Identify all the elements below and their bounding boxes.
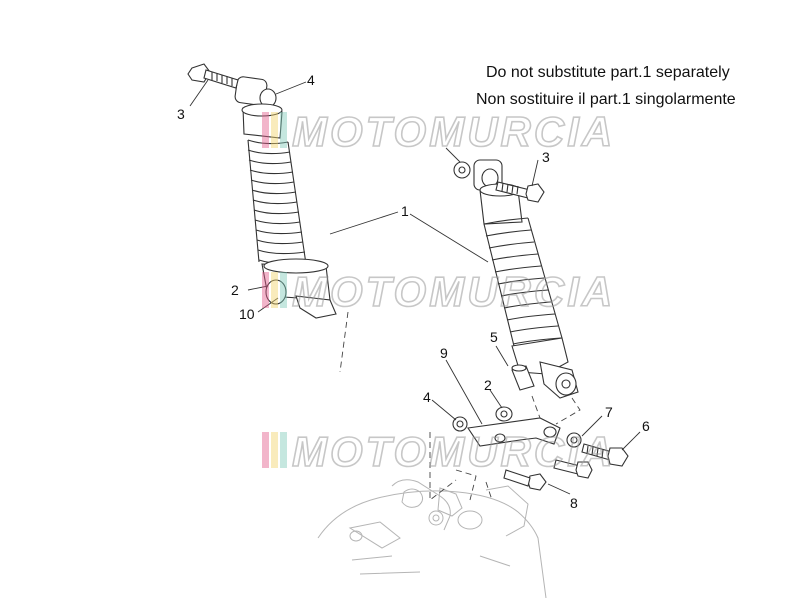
bolt-8 [503, 459, 593, 491]
engine-case-outline [317, 479, 547, 598]
leader-lines [189, 79, 641, 495]
callout-9: 9 [440, 345, 448, 361]
callout-1: 1 [401, 203, 409, 219]
note-english: Do not substitute part.1 separately [486, 64, 730, 81]
callout-4-lower: 4 [423, 389, 431, 405]
right-shock-absorber [473, 159, 579, 399]
watermark-text-middle: MOTOMURCIA [292, 268, 615, 315]
callout-4-top: 4 [307, 72, 315, 88]
right-upper-bolt [495, 181, 545, 203]
washer-7 [566, 432, 582, 448]
watermark-top: MOTOMURCIA [262, 107, 615, 156]
watermark-middle: MOTOMURCIA [262, 267, 615, 316]
right-upper-washer [453, 161, 471, 179]
bolt-6 [581, 443, 629, 467]
callout-6: 6 [642, 418, 650, 434]
callout-3-left: 3 [177, 106, 185, 122]
spacer-5 [511, 364, 535, 391]
left-upper-bolt [187, 63, 239, 89]
callout-3-right: 3 [542, 149, 550, 165]
callout-2-left: 2 [231, 282, 239, 298]
watermark-text-bottom: MOTOMURCIA [292, 428, 615, 475]
washer-4-lower [452, 416, 468, 432]
assembly-guide-lines [339, 311, 581, 501]
washer-2-lower [495, 406, 513, 422]
callout-8: 8 [570, 495, 578, 511]
callout-10: 10 [239, 306, 255, 322]
watermark-bottom: MOTOMURCIA [262, 427, 615, 476]
callout-7: 7 [605, 404, 613, 420]
note-italian: Non sostituire il part.1 singolarmente [476, 91, 736, 108]
callout-numbers: 1 2 2 3 3 4 4 5 6 7 8 9 10 [177, 72, 650, 511]
left-shock-spring [247, 139, 307, 265]
callout-2-lower: 2 [484, 377, 492, 393]
bracket-9 [467, 417, 561, 447]
left-shock-absorber [234, 76, 337, 319]
right-shock-spring [483, 217, 563, 347]
callout-5: 5 [490, 329, 498, 345]
watermark-text-top: MOTOMURCIA [292, 108, 615, 155]
